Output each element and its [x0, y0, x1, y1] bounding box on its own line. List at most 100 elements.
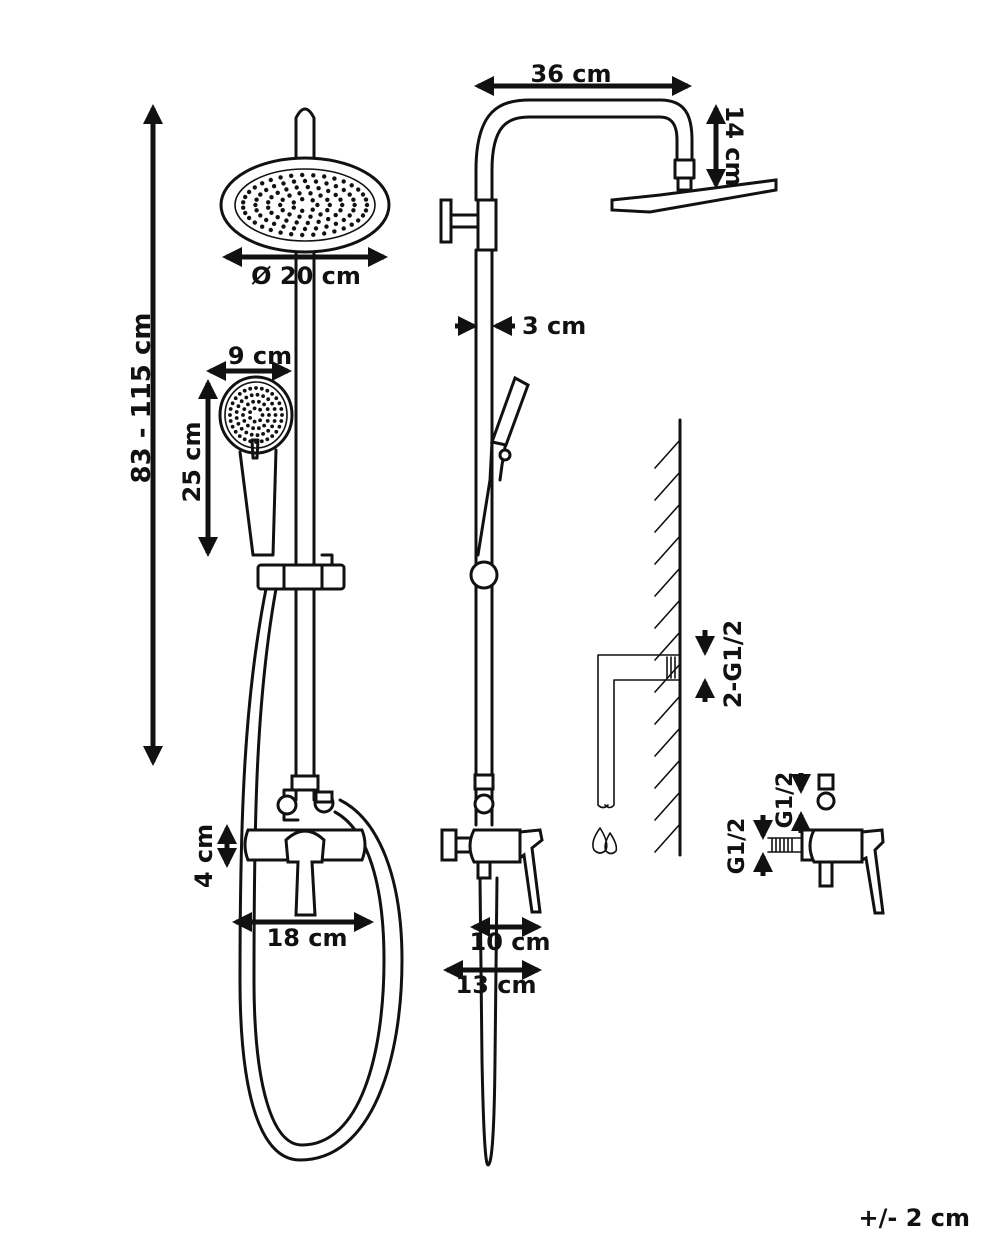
nozzle-hole [351, 208, 356, 213]
thread-pair-label: 2-G1/2 [719, 620, 747, 709]
nozzle-hole [249, 432, 254, 437]
nozzle-hole [274, 396, 279, 401]
nozzle-hole [326, 188, 331, 194]
nozzle-hole [260, 181, 265, 186]
nozzle-hole [237, 434, 242, 438]
nozzle-hole [236, 421, 241, 426]
nozzle-hole [242, 419, 247, 423]
nozzle-hole [265, 407, 270, 411]
head-diameter-label: Ø 20 cm [251, 262, 361, 290]
nozzle-hole [347, 192, 352, 197]
thread-top-label: G1/2 [773, 772, 798, 829]
front-view [218, 107, 404, 1162]
side-slide-knob [469, 560, 499, 590]
dimension-lines [143, 76, 811, 980]
nozzle-hole [262, 402, 266, 407]
nozzle-hole [280, 413, 284, 417]
nozzle-hole [239, 426, 244, 431]
nozzle-hole [277, 401, 282, 406]
hatch-line [654, 695, 681, 725]
nozzle-hole [300, 197, 305, 202]
arm-reach-label: 36 cm [531, 60, 612, 88]
nozzle-hole [258, 407, 262, 412]
nozzle-hole [272, 419, 277, 423]
nozzle-hole [289, 173, 294, 178]
nozzle-hole [300, 208, 305, 213]
nozzle-hole [237, 392, 242, 396]
nozzle-hole [356, 218, 361, 223]
nozzle-hole [234, 410, 239, 414]
nozzle-hole [252, 185, 257, 190]
nozzle-hole [322, 174, 327, 179]
nozzle-hole [352, 202, 357, 208]
nozzle-hole [242, 388, 247, 393]
nozzle-hole [246, 189, 252, 195]
nozzle-hole [278, 202, 283, 208]
nozzle-hole [333, 184, 339, 189]
side-diverter [439, 198, 498, 252]
nozzle-hole [316, 186, 321, 191]
nozzle-hole [236, 404, 241, 409]
nozzle-hole [254, 208, 259, 213]
nozzle-hole [278, 230, 283, 235]
nozzle-hole [241, 205, 246, 210]
hatch-line [654, 567, 681, 597]
nozzle-hole [264, 217, 269, 223]
nozzle-hole [228, 413, 232, 417]
nozzle-hole [291, 200, 296, 205]
nozzle-hole [279, 407, 284, 411]
nozzle-hole [360, 213, 366, 218]
nozzle-hole [316, 219, 321, 224]
handset-nozzle-holes [228, 386, 284, 444]
nozzle-hole [318, 193, 323, 198]
tolerance-label: +/- 2 cm [859, 1204, 970, 1232]
nozzle-hole [270, 401, 274, 406]
nozzle-hole [318, 212, 323, 217]
nozzle-hole [313, 179, 319, 184]
nozzle-hole [294, 185, 299, 190]
nozzle-hole [302, 226, 308, 232]
nozzle-hole [297, 191, 302, 196]
nozzle-hole [341, 226, 346, 231]
wall-hatching [654, 439, 681, 853]
side-shower-rail [474, 248, 494, 827]
nozzle-hole [269, 210, 274, 215]
nozzle-hole [315, 202, 320, 208]
nozzle-hole [310, 198, 315, 203]
handset-width-label: 9 cm [228, 342, 292, 370]
nozzle-hole [266, 205, 271, 210]
nozzle-hole [271, 184, 277, 189]
nozzle-hole [327, 202, 332, 208]
nozzle-hole [294, 220, 299, 225]
nozzle-hole [230, 424, 235, 429]
nozzle-hole [275, 215, 280, 220]
nozzle-hole [332, 229, 337, 234]
nozzle-hole [356, 187, 361, 192]
handset-length-label: 25 cm [178, 422, 206, 503]
head-drop-label: 14 cm [720, 106, 748, 187]
nozzle-hole [246, 423, 250, 428]
front-mixer [243, 773, 367, 917]
nozzle-hole [273, 413, 278, 417]
nozzle-hole [243, 194, 248, 200]
nozzle-hole [228, 407, 233, 411]
front-overhead-head [219, 156, 391, 254]
nozzle-hole [347, 213, 352, 218]
nozzle-hole [363, 208, 369, 213]
nozzle-hole [310, 207, 315, 212]
nozzle-hole [270, 392, 275, 396]
hatch-line [654, 599, 681, 629]
nozzle-hole [242, 437, 247, 442]
hatch-line [654, 439, 681, 469]
nozzle-hole [265, 388, 270, 393]
nozzle-hole [265, 437, 270, 442]
nozzle-hole [249, 393, 254, 398]
nozzle-hole [308, 191, 313, 196]
nozzle-hole [324, 181, 329, 186]
nozzle-hole [243, 210, 248, 216]
nozzle-hole [305, 184, 310, 190]
nozzle-hole [340, 202, 345, 208]
hatch-line [654, 471, 681, 501]
nozzle-hole [261, 432, 265, 436]
